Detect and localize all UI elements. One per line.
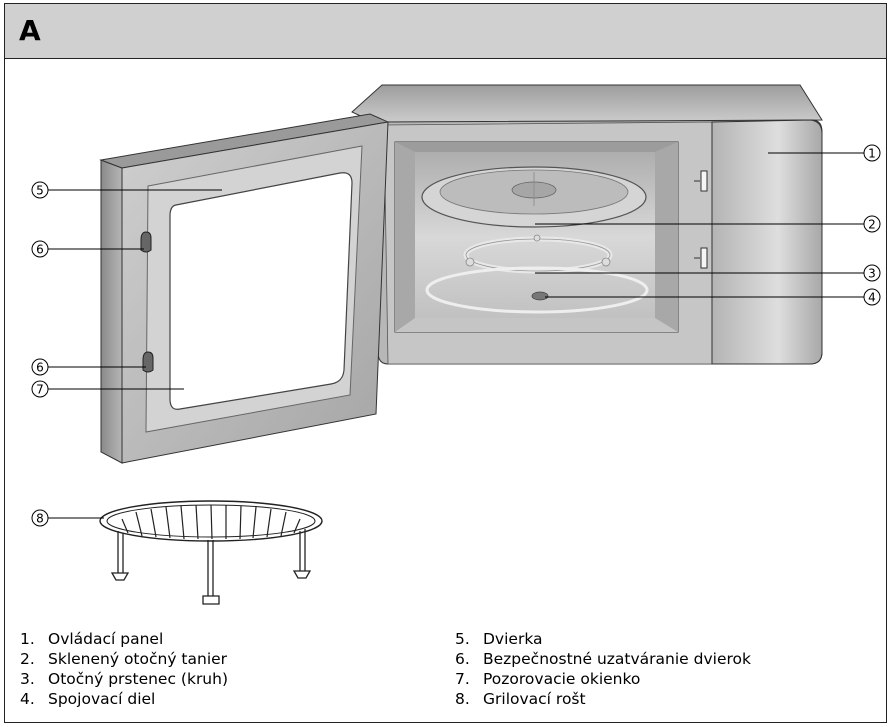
legend-item: 2. Sklenený otočný tanier (20, 649, 228, 669)
callout-1: 1 (863, 144, 881, 162)
callout-5: 5 (31, 181, 49, 199)
callout-markers: 1 2 3 4 5 6 6 7 (31, 144, 881, 527)
callout-3-label: 3 (868, 267, 876, 281)
callout-6-upper: 6 (31, 240, 49, 258)
figure-letter: A (19, 14, 41, 47)
legend-label: Otočný prstenec (kruh) (48, 670, 229, 688)
callout-2-label: 2 (868, 218, 876, 232)
legend-label: Grilovací rošt (483, 690, 586, 708)
callout-8: 8 (31, 509, 49, 527)
legend-number: 3. (20, 670, 35, 688)
legend-item: 5. Dvierka (455, 629, 751, 649)
callout-1-label: 1 (868, 147, 876, 161)
legend-number: 7. (455, 670, 470, 688)
legend-item: 7. Pozorovacie okienko (455, 669, 751, 689)
legend-label: Pozorovacie okienko (483, 670, 641, 688)
legend-item: 4. Spojovací diel (20, 689, 228, 709)
callout-6-upper-label: 6 (36, 243, 44, 257)
legend-item: 6. Bezpečnostné uzatváranie dvierok (455, 649, 751, 669)
legend-right: 5. Dvierka 6. Bezpečnostné uzatváranie dvi… (455, 629, 751, 709)
callout-6-lower: 6 (31, 358, 49, 376)
callout-5-label: 5 (36, 184, 44, 198)
legend-left: 1. Ovládací panel 2. Sklenený otočný tanie… (20, 629, 228, 709)
callout-6-lower-label: 6 (36, 361, 44, 375)
glass-turntable (421, 166, 647, 228)
legend-label: Dvierka (483, 630, 543, 648)
legend-number: 8. (455, 690, 470, 708)
microwave-door (99, 113, 390, 464)
callout-3: 3 (863, 264, 881, 282)
legend-label: Spojovací diel (48, 690, 156, 708)
legend-number: 1. (20, 630, 35, 648)
legend-item: 1. Ovládací panel (20, 629, 228, 649)
callout-7: 7 (31, 380, 49, 398)
callout-2: 2 (863, 215, 881, 233)
callout-4: 4 (863, 288, 881, 306)
legend-item: 3. Otočný prstenec (kruh) (20, 669, 228, 689)
roller-ring (425, 234, 649, 314)
callout-lines (48, 152, 864, 519)
figure-header: A (5, 4, 886, 59)
callout-7-label: 7 (36, 383, 44, 397)
legend-label: Ovládací panel (48, 630, 164, 648)
legend-number: 6. (455, 650, 470, 668)
legend-item: 8. Grilovací rošt (455, 689, 751, 709)
callout-4-label: 4 (868, 291, 876, 305)
legend-number: 2. (20, 650, 35, 668)
grill-rack (99, 500, 323, 605)
callout-8-label: 8 (36, 512, 44, 526)
legend-label: Bezpečnostné uzatváranie dvierok (483, 650, 751, 668)
legend-label: Sklenený otočný tanier (48, 650, 228, 668)
legend-number: 5. (455, 630, 470, 648)
legend-number: 4. (20, 690, 35, 708)
